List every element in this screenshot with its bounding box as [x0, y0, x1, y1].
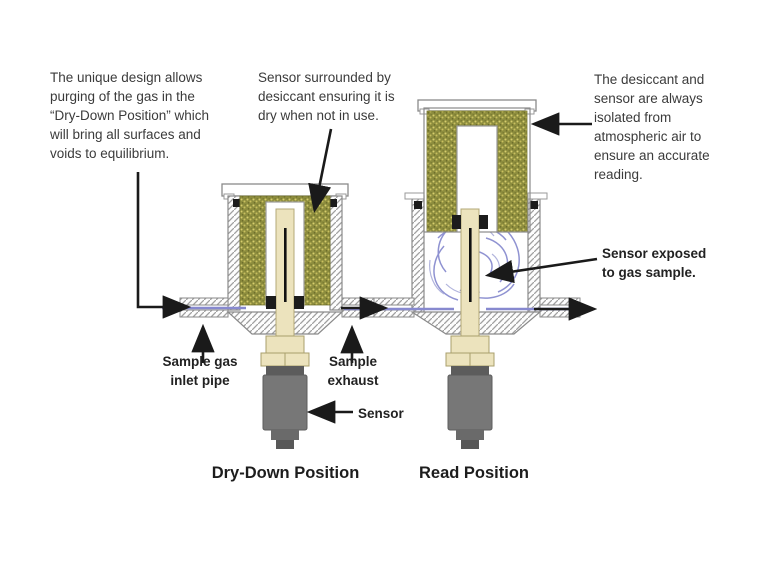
inlet-flow-elbow-arrow: [136, 172, 192, 319]
sensor-tip-step: [271, 430, 299, 440]
label-line: Sample gas: [162, 354, 238, 369]
label-sample-exhaust: Sample exhaust: [314, 352, 392, 390]
sensor-tip: [276, 440, 294, 449]
hex-mount: [450, 335, 490, 354]
seal: [329, 199, 337, 207]
note-line: purging of the gas in the: [50, 89, 195, 104]
probe-collar: [452, 215, 461, 229]
container-wall-left: [227, 195, 241, 311]
sensor-exposed-pointer-arrow: [484, 257, 598, 284]
inlet-pipe: [373, 297, 415, 306]
container-wall-right: [329, 195, 343, 311]
note-line: isolated from: [594, 110, 672, 125]
chamber-lip: [404, 192, 425, 200]
annotation-arrows: [136, 112, 598, 424]
note-line: reading.: [594, 167, 643, 182]
inlet-pipe: [373, 309, 415, 318]
note-unique-design: The unique design allows purging of the …: [50, 68, 228, 163]
note-line: dry when not in use.: [258, 108, 379, 123]
dry-down-lid: [221, 183, 349, 197]
dry-down-device: [179, 183, 391, 449]
seal: [530, 201, 538, 209]
seal: [233, 199, 241, 207]
sensor-body-ring: [266, 366, 304, 375]
label-sample-gas-inlet: Sample gas inlet pipe: [152, 352, 248, 390]
sensor-tip-step: [456, 430, 484, 440]
desiccant-pointer-arrow: [308, 128, 333, 214]
outlet-pipe: [539, 309, 581, 318]
title-read-position: Read Position: [418, 464, 529, 482]
note-line: atmospheric air to: [594, 129, 702, 144]
cup-lid: [417, 99, 537, 112]
chamber-wall-left: [411, 195, 425, 313]
note-isolated: The desiccant and sensor are always isol…: [594, 70, 724, 184]
read-device: [373, 99, 581, 449]
label-line: exhaust: [327, 373, 379, 388]
label-line: inlet pipe: [170, 373, 230, 388]
chamber-lip: [527, 192, 548, 200]
note-line: The desiccant and: [594, 72, 705, 87]
note-line: will bring all surfaces and: [50, 127, 201, 142]
sensor-body: [262, 374, 308, 431]
probe-collar: [266, 296, 276, 309]
note-line: voids to equilibrium.: [50, 146, 170, 161]
probe-collar: [294, 296, 304, 309]
inlet-pipe: [179, 309, 229, 318]
note-sensor-exposed: Sensor exposed to gas sample.: [602, 244, 727, 282]
sensor-element: [284, 228, 287, 302]
seal: [414, 201, 422, 209]
sensor-body: [447, 374, 493, 431]
hex-mount: [265, 335, 305, 354]
note-line: ensure an accurate: [594, 148, 710, 163]
note-line: Sensor surrounded by: [258, 70, 391, 85]
label-sensor: Sensor: [358, 406, 404, 421]
note-line: Sensor exposed: [602, 246, 707, 261]
note-line: sensor are always: [594, 91, 703, 106]
outlet-pipe: [539, 297, 581, 306]
inlet-pipe: [179, 297, 229, 306]
note-line: desiccant ensuring it is: [258, 89, 395, 104]
sensor-element: [469, 228, 472, 302]
sensor-body-ring: [451, 366, 489, 375]
cup-cavity: [456, 125, 498, 232]
label-line: Sample: [328, 354, 378, 369]
title-dry-down-position: Dry-Down Position: [211, 464, 360, 482]
note-line: to gas sample.: [602, 265, 696, 280]
probe-collar: [479, 215, 488, 229]
note-line: The unique design allows: [50, 70, 203, 85]
note-sensor-surrounded: Sensor surrounded by desiccant ensuring …: [258, 68, 418, 125]
sensor-tip: [461, 440, 479, 449]
note-line: “Dry-Down Position” which: [50, 108, 210, 123]
